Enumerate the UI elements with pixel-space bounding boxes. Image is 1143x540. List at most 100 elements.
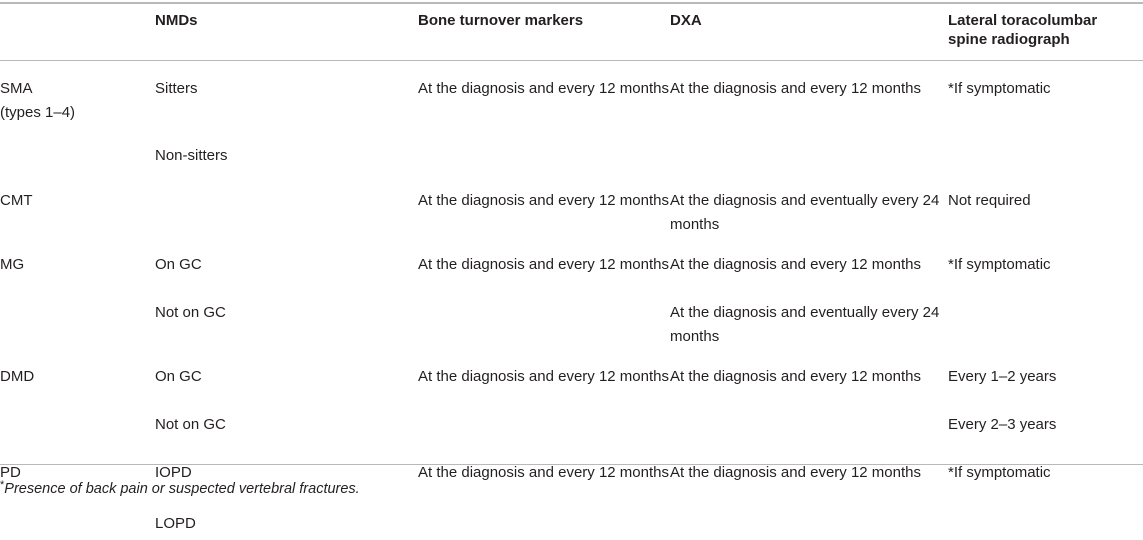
column-header-dxa: DXA — [670, 0, 948, 60]
cell-dxa — [670, 396, 948, 444]
cell-radiograph: Every 1–2 years — [948, 348, 1143, 396]
table-header-rule — [0, 60, 1143, 61]
table-header-row: NMDs Bone turnover markers DXA Lateral t… — [0, 0, 1143, 60]
cell-nmds: On GC — [155, 236, 418, 284]
cell-radiograph — [948, 492, 1143, 540]
table-row: Non-sitters — [0, 124, 1143, 172]
cell-btm-label — [418, 124, 670, 144]
cell-disease-line1: CMT — [0, 192, 33, 209]
cell-dxa-label — [670, 396, 948, 413]
cell-radiograph: *If symptomatic — [948, 444, 1143, 492]
cell-nmds: IOPD — [155, 444, 418, 492]
cell-radiograph: *If symptomatic — [948, 236, 1143, 284]
cell-dxa-label: At the diagnosis and every 12 months — [670, 368, 921, 385]
table-top-rule — [0, 2, 1143, 4]
table-row: MG On GC At the diagnosis and every 12 m… — [0, 236, 1143, 284]
cell-dxa-label: At the diagnosis and every 12 months — [670, 80, 921, 97]
cell-bone-turnover-markers: At the diagnosis and every 12 months — [418, 444, 670, 492]
cell-nmds: LOPD — [155, 492, 418, 540]
cell-bone-turnover-markers — [418, 124, 670, 172]
cell-disease-line1 — [0, 284, 155, 301]
cell-dxa-label — [670, 124, 948, 144]
cell-btm-label: At the diagnosis and every 12 months — [418, 192, 669, 209]
table-row: Not on GC Every 2–3 years — [0, 396, 1143, 444]
table-row: SMA (types 1–4) Sitters At the diagnosis … — [0, 60, 1143, 124]
column-header-radiograph: Lateral toracolumbar spine radiograph — [948, 0, 1143, 60]
cell-radiograph-label: If symptomatic — [953, 464, 1051, 481]
cell-radiograph: Not required — [948, 172, 1143, 236]
cell-disease-line2: (types 1–4) — [0, 103, 76, 121]
cell-disease — [0, 396, 155, 444]
cell-dxa: At the diagnosis and eventually every 24… — [670, 172, 948, 236]
cell-disease: SMA (types 1–4) — [0, 60, 155, 124]
cell-nmds-label: On GC — [155, 368, 202, 385]
cell-btm-label — [418, 284, 670, 301]
cell-btm-label — [418, 396, 670, 413]
cell-disease — [0, 492, 155, 540]
footnote-marker-icon: * — [948, 80, 954, 97]
cell-nmds — [155, 172, 418, 236]
cell-radiograph — [948, 124, 1143, 172]
cell-radiograph-label — [948, 284, 1143, 301]
cell-nmds: Not on GC — [155, 396, 418, 444]
cell-nmds-label: Sitters — [155, 80, 198, 97]
cell-disease-line1: PD — [0, 464, 21, 481]
cell-radiograph: Every 2–3 years — [948, 396, 1143, 444]
cell-btm-label: At the diagnosis and every 12 months — [418, 256, 669, 273]
cell-radiograph: *If symptomatic — [948, 60, 1143, 124]
cell-dxa: At the diagnosis and eventually every 24… — [670, 284, 948, 348]
cell-nmds: Not on GC — [155, 284, 418, 348]
cell-disease: PD — [0, 444, 155, 492]
cell-disease-line1: MG — [0, 256, 25, 273]
column-header-radiograph-line1: Lateral toracolumbar — [948, 12, 1098, 29]
column-header-nmds-label: NMDs — [155, 12, 198, 29]
cell-radiograph-label: Every 1–2 years — [948, 368, 1057, 385]
cell-dxa: At the diagnosis and every 12 months — [670, 236, 948, 284]
column-header-dxa-label: DXA — [670, 12, 702, 29]
cell-btm-label: At the diagnosis and every 12 months — [418, 368, 669, 385]
cell-nmds-label: Not on GC — [155, 416, 226, 433]
column-header-radiograph-label: Lateral toracolumbar spine radiograph — [948, 0, 1143, 49]
column-header-nmds: NMDs — [155, 0, 418, 60]
table-row: LOPD — [0, 492, 1143, 540]
cell-bone-turnover-markers: At the diagnosis and every 12 months — [418, 60, 670, 124]
table-row: DMD On GC At the diagnosis and every 12 … — [0, 348, 1143, 396]
cell-dxa: At the diagnosis and every 12 months — [670, 348, 948, 396]
cell-bone-turnover-markers: At the diagnosis and every 12 months — [418, 172, 670, 236]
cell-dxa: At the diagnosis and every 12 months — [670, 60, 948, 124]
cell-disease-line1: DMD — [0, 368, 35, 385]
footnote-marker-icon: * — [948, 464, 954, 481]
footnote-marker-icon: * — [948, 256, 954, 273]
cell-nmds-label: On GC — [155, 256, 202, 273]
cell-nmds: Non-sitters — [155, 124, 418, 172]
cell-disease — [0, 284, 155, 348]
cell-radiograph-label: Every 2–3 years — [948, 416, 1057, 433]
cell-btm-label: At the diagnosis and every 12 months — [418, 80, 669, 97]
cell-nmds-label: Non-sitters — [155, 147, 228, 164]
cell-disease-line1 — [0, 396, 155, 413]
footnote-asterisk-icon: * — [0, 479, 5, 491]
cell-dxa-label: At the diagnosis and every 12 months — [670, 464, 921, 481]
cell-nmds: On GC — [155, 348, 418, 396]
cell-btm-label: At the diagnosis and every 12 months — [418, 464, 669, 481]
table-row: CMT At the diagnosis and every 12 months… — [0, 172, 1143, 236]
cell-dxa: At the diagnosis and every 12 months — [670, 444, 948, 492]
cell-radiograph-label — [948, 124, 1143, 144]
cell-bone-turnover-markers: At the diagnosis and every 12 months — [418, 348, 670, 396]
cell-radiograph — [948, 284, 1143, 348]
column-header-radiograph-line2: spine radiograph — [948, 31, 1070, 48]
cell-disease: MG — [0, 236, 155, 284]
cell-disease-line1: SMA — [0, 80, 33, 97]
cell-dxa-label: At the diagnosis and eventually every 24… — [670, 304, 940, 345]
cell-nmds-label — [155, 172, 418, 189]
cell-nmds-label: IOPD — [155, 464, 192, 481]
cell-radiograph-label: If symptomatic — [953, 256, 1051, 273]
table-footnote: *Presence of back pain or suspected vert… — [0, 476, 1143, 498]
cell-radiograph-label: Not required — [948, 192, 1031, 209]
cell-disease-line1 — [0, 124, 155, 144]
cell-dxa-label: At the diagnosis and every 12 months — [670, 256, 921, 273]
cell-disease: CMT — [0, 172, 155, 236]
cell-radiograph-label: If symptomatic — [953, 80, 1051, 97]
table-row: Not on GC At the diagnosis and eventuall… — [0, 284, 1143, 348]
